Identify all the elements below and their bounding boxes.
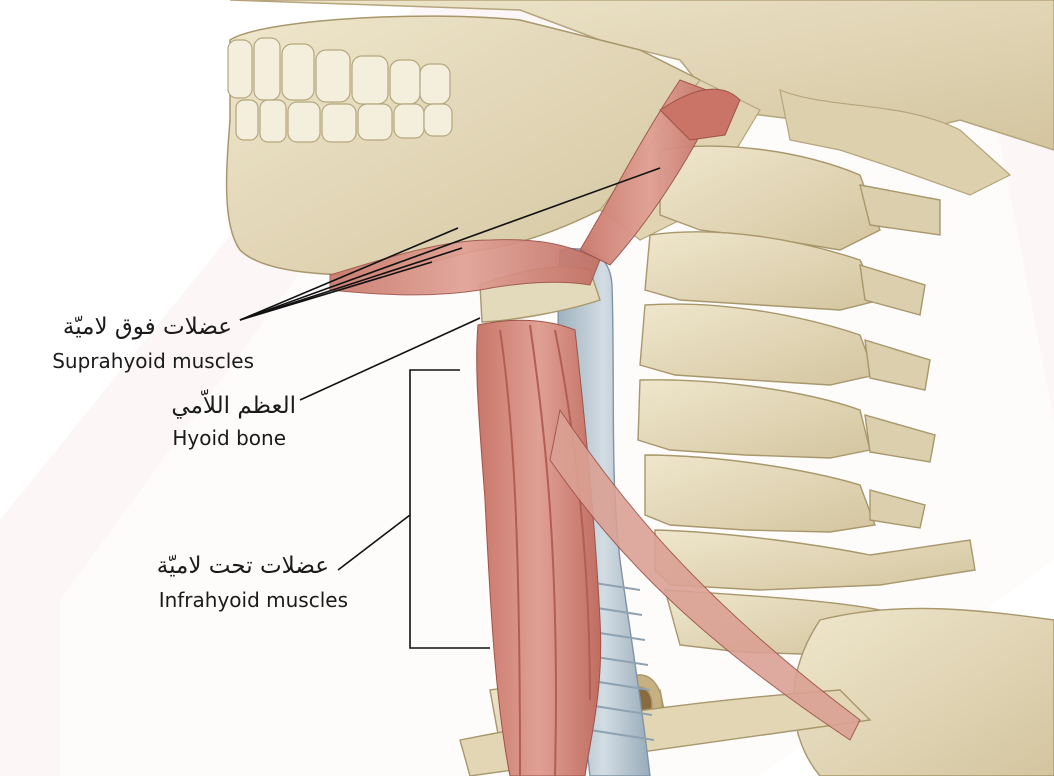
hyoid-label-arabic: العظم اللاّمي [171, 395, 296, 418]
infrahyoid-label-english: Infrahyoid muscles [159, 590, 348, 610]
infrahyoid-label-arabic: عضلات تحت لاميّة [157, 555, 329, 578]
suprahyoid-label-arabic: عضلات فوق لاميّة [63, 316, 232, 339]
suprahyoid-label-english: Suprahyoid muscles [52, 351, 254, 371]
hyoid-label-english: Hyoid bone [172, 428, 286, 448]
